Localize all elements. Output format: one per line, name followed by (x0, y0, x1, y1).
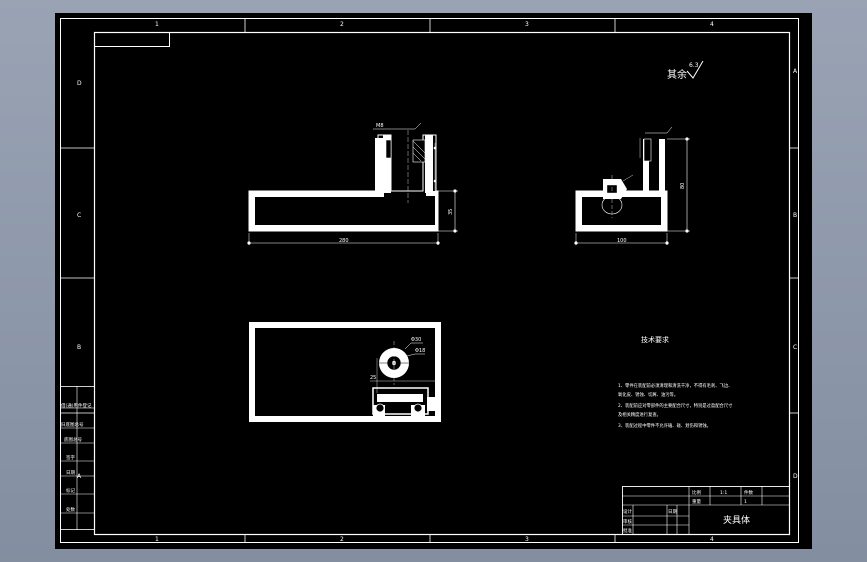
roughness-value: 6.3 (689, 62, 699, 69)
drawing-sheet: 1 2 3 4 1 2 3 4 D C B A A B C D 其余 6.3 (55, 13, 812, 549)
zone-label-bottom-2: 2 (340, 536, 344, 543)
zone-label-right-b: B (793, 212, 797, 219)
tech-req-line-4: 及相关精度进行复查。 (618, 411, 661, 418)
title-block-scale: 1:1 (720, 490, 727, 496)
title-block-qty-label: 件数 (744, 489, 753, 496)
front-callout: M8 (376, 123, 384, 129)
zone-label-top-1: 1 (155, 21, 159, 28)
title-block (622, 486, 790, 535)
zone-label-right-c: C (793, 344, 797, 351)
roughness-label: 其余 (667, 68, 687, 81)
front-view (247, 122, 458, 245)
left-block-label-1: 借(通)用件登记 (61, 402, 92, 409)
drawing-canvas: 1 2 3 4 1 2 3 4 D C B A A B C D 其余 6.3 (60, 18, 799, 543)
left-block-label-3: 底图总号 (64, 436, 82, 443)
drawing-title: 夹具体 (723, 514, 750, 526)
left-revision-block (60, 386, 95, 530)
tech-req-line-3: 2、装配前应对零部件的主要配合尺寸，特别是过盈配合尺寸 (618, 402, 733, 409)
top-callout-b: Φ18 (415, 348, 425, 354)
zone-label-left-a: A (77, 473, 82, 480)
title-block-check: 审核 (623, 518, 632, 525)
zone-label-right-d: D (793, 473, 798, 480)
left-block-label-6: 标记 (66, 487, 75, 494)
title-block-qty: 1 (744, 499, 747, 505)
zone-label-top-2: 2 (340, 21, 344, 28)
side-width-dim: 100 (617, 238, 627, 244)
top-callout-a: Φ30 (411, 337, 421, 343)
zone-label-right-a: A (793, 68, 798, 75)
title-block-design: 设计 (623, 508, 632, 515)
tech-requirements: 技术要求 1、零件在装配前必须清理和清洗干净，不得有毛刺、飞边、 氧化皮、锈蚀、… (618, 335, 733, 429)
left-block-label-5: 日期 (66, 470, 75, 476)
front-width-dim: 280 (339, 238, 349, 244)
tech-req-title: 技术要求 (641, 335, 669, 344)
title-block-scale-label: 比例 (692, 489, 701, 496)
zone-ticks (60, 18, 799, 543)
inner-frame (93, 31, 791, 536)
zone-label-left-c: C (77, 212, 81, 219)
corner-box (94, 32, 170, 47)
outer-frame (60, 18, 799, 543)
title-block-approve: 批准 (623, 527, 632, 534)
zone-label-left-d: D (77, 80, 82, 87)
left-block-label-7: 处数 (66, 506, 75, 513)
title-block-date: 日期 (668, 509, 677, 515)
title-block-weight-label: 重量 (692, 498, 701, 505)
tech-req-line-2: 氧化皮、锈蚀、切屑、油污等。 (618, 391, 678, 398)
roughness-symbol (686, 60, 704, 79)
zone-label-top-4: 4 (710, 21, 714, 28)
side-view (574, 126, 690, 245)
tech-req-line-1: 1、零件在装配前必须清理和清洗干净，不得有毛刺、飞边、 (618, 382, 732, 389)
top-callout-c: 25 (370, 375, 376, 381)
zone-label-top-3: 3 (525, 21, 529, 28)
zone-label-bottom-3: 3 (525, 536, 529, 543)
side-height-dim: 80 (680, 183, 686, 189)
zone-label-bottom-1: 1 (155, 536, 159, 543)
zone-label-left-b: B (77, 344, 81, 351)
top-view (249, 322, 441, 422)
front-height-dim: 35 (448, 209, 454, 215)
left-block-label-4: 签字 (66, 454, 75, 461)
left-block-label-2: 旧底图总号 (61, 421, 84, 428)
zone-label-bottom-4: 4 (710, 536, 714, 543)
tech-req-line-5: 3、装配过程中零件不允许磕、碰、划伤和锈蚀。 (618, 422, 711, 429)
